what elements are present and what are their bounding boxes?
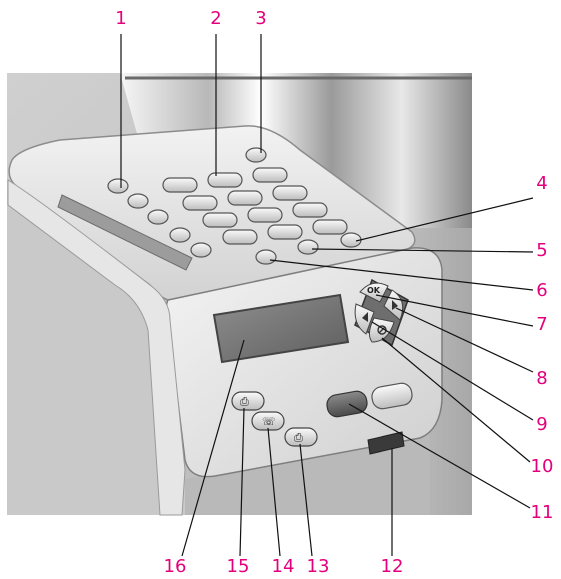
keypad-key[interactable] — [253, 168, 287, 182]
one-touch-button[interactable] — [191, 243, 211, 257]
callout-number-16: 16 — [164, 556, 187, 577]
callout-number-7: 7 — [536, 314, 547, 335]
keypad-key[interactable] — [223, 230, 257, 244]
callout-number-15: 15 — [227, 556, 250, 577]
keypad-key[interactable] — [208, 173, 242, 187]
keypad-key[interactable] — [273, 186, 307, 200]
callout-number-3: 3 — [255, 8, 266, 29]
photo-icon: ☏ — [262, 415, 276, 428]
fax-icon: ⎙ — [240, 395, 249, 408]
keypad-key[interactable] — [228, 191, 262, 205]
keypad-key[interactable] — [268, 225, 302, 239]
scan-to-button[interactable] — [298, 240, 318, 254]
keypad-key[interactable] — [313, 220, 347, 234]
callout-number-10: 10 — [531, 456, 554, 477]
keypad-key[interactable] — [203, 213, 237, 227]
ok-button-label: OK — [367, 286, 381, 295]
keypad-key[interactable] — [163, 178, 197, 192]
callout-number-9: 9 — [536, 414, 547, 435]
one-touch-button[interactable] — [148, 210, 168, 224]
keypad-key[interactable] — [248, 208, 282, 222]
one-touch-button[interactable] — [128, 194, 148, 208]
callout-number-11: 11 — [531, 502, 554, 523]
callout-number-14: 14 — [272, 556, 295, 577]
callout-number-12: 12 — [381, 556, 404, 577]
callout-number-1: 1 — [115, 8, 126, 29]
callout-number-13: 13 — [307, 556, 330, 577]
callout-number-6: 6 — [536, 280, 547, 301]
callout-number-4: 4 — [536, 173, 547, 194]
callout-number-5: 5 — [536, 240, 547, 261]
copy-icon: ⎙ — [294, 431, 303, 444]
one-touch-button[interactable] — [108, 179, 128, 193]
menu-button[interactable] — [256, 250, 276, 264]
one-touch-button[interactable] — [170, 228, 190, 242]
callout-number-8: 8 — [536, 368, 547, 389]
callout-number-2: 2 — [210, 8, 221, 29]
keypad-key[interactable] — [293, 203, 327, 217]
redial-button[interactable] — [246, 148, 266, 162]
keypad-key[interactable] — [183, 196, 217, 210]
